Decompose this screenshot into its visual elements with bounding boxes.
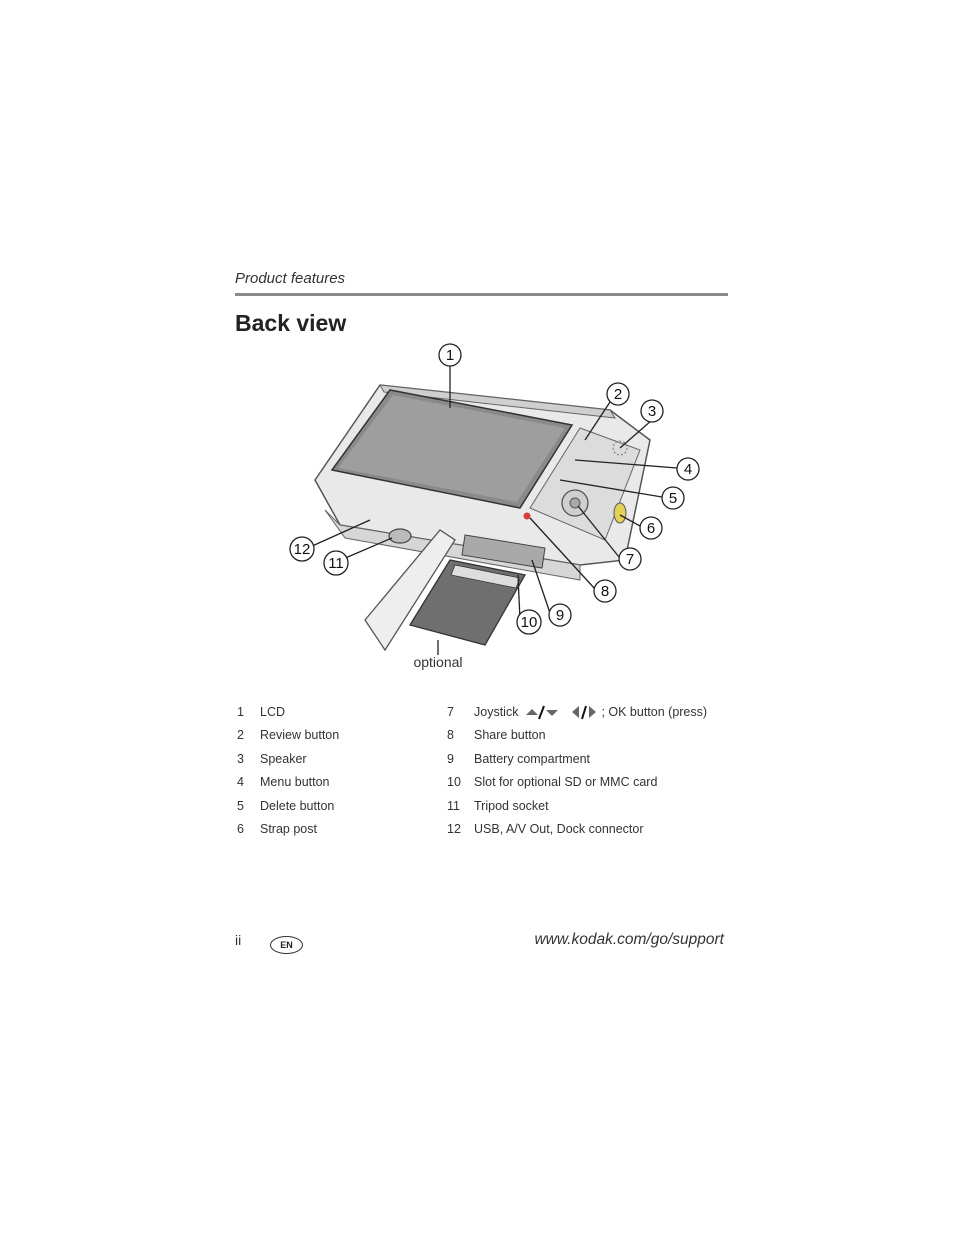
legend-item: 3 Speaker: [237, 747, 339, 771]
legend-item: 4 Menu button: [237, 771, 339, 795]
legend-item: 8 Share button: [447, 724, 707, 748]
callout-4: 4: [676, 457, 700, 481]
header-rule: [235, 293, 728, 296]
callout-10: 10: [516, 609, 542, 635]
legend-item: 12 USB, A/V Out, Dock connector: [447, 818, 707, 842]
legend-number: 10: [447, 775, 461, 790]
speaker-grille: [612, 440, 628, 456]
legend-label: Tripod socket: [474, 798, 549, 813]
legend-label: USB, A/V Out, Dock connector: [474, 822, 644, 837]
svg-text:9: 9: [556, 607, 564, 624]
callout-12: 12: [289, 536, 315, 562]
legend-left-column: 1 LCD 2 Review button 3 Speaker 4 Menu butto…: [237, 700, 339, 841]
support-url[interactable]: www.kodak.com/go/support: [534, 931, 724, 948]
svg-text:7: 7: [626, 551, 634, 568]
callout-6: 6: [639, 516, 663, 540]
svg-text:6: 6: [647, 520, 655, 537]
legend-item: 11 Tripod socket: [447, 794, 707, 818]
callout-11: 11: [323, 550, 349, 576]
legend-number: 7: [447, 704, 454, 719]
legend-label: Delete button: [260, 798, 335, 813]
svg-text:12: 12: [294, 541, 311, 558]
legend-number: 2: [237, 728, 244, 743]
callout-2: 2: [606, 382, 630, 406]
svg-text:1: 1: [446, 347, 454, 364]
legend-label: Review button: [260, 728, 340, 743]
strap-post: [613, 502, 627, 524]
card-door: [364, 529, 456, 652]
svg-text:4: 4: [684, 461, 692, 478]
optional-label: optional: [413, 654, 462, 670]
legend-label: Share button: [474, 728, 546, 743]
down-arrow-icon: [546, 709, 559, 716]
battery-compartment: [461, 534, 546, 569]
legend-number: 5: [237, 798, 244, 813]
legend-item: 9 Battery compartment: [447, 747, 707, 771]
legend-number: 9: [447, 751, 454, 766]
legend-item: 5 Delete button: [237, 794, 339, 818]
legend-item: 7 Joystick ; OK button (press): [447, 700, 707, 724]
language-badge: EN: [270, 936, 303, 954]
svg-text:10: 10: [521, 614, 538, 631]
callout-8: 8: [593, 579, 617, 603]
legend-item: 2 Review button: [237, 724, 339, 748]
legend-number: 4: [237, 775, 244, 790]
section-title: Product features: [235, 270, 346, 287]
legend-label: LCD: [260, 704, 286, 719]
callout-9: 9: [548, 603, 572, 627]
tripod-socket: [388, 528, 412, 544]
svg-text:8: 8: [601, 583, 609, 600]
legend-label: Battery compartment: [474, 751, 591, 766]
share-button: [523, 512, 531, 520]
svg-text:2: 2: [614, 386, 622, 403]
page-number: ii: [235, 932, 242, 948]
callout-1: 1: [438, 343, 462, 367]
legend-item: 1 LCD: [237, 700, 339, 724]
legend-label: Speaker: [260, 751, 307, 766]
up-arrow-icon: [526, 708, 539, 715]
page-heading: Back view: [235, 310, 347, 336]
legend-label: Strap post: [260, 822, 317, 837]
legend-number: 12: [447, 822, 461, 837]
legend-label: Joystick: [474, 704, 519, 719]
right-arrow-icon: [589, 705, 597, 718]
callout-5: 5: [661, 486, 685, 510]
legend-number: 3: [237, 751, 244, 766]
joystick-direction-icons: [524, 704, 599, 720]
legend-right-column: 7 Joystick ; OK button (press) 8 Share bu…: [447, 700, 707, 841]
legend-label: Menu button: [260, 775, 330, 790]
legend-item: 6 Strap post: [237, 818, 339, 842]
legend-suffix: ; OK button (press): [601, 704, 708, 719]
legend-number: 8: [447, 728, 454, 743]
legend-number: 1: [237, 704, 244, 719]
legend-number: 11: [447, 798, 460, 813]
camera-back-view-illustration: 1 2 3 4 5 6 7 8 9 10 11 12 optional: [280, 340, 720, 680]
callout-3: 3: [640, 399, 664, 423]
legend-label: Slot for optional SD or MMC card: [474, 775, 658, 790]
callout-7: 7: [618, 547, 642, 571]
svg-text:5: 5: [669, 490, 677, 507]
camera-top-edge: [379, 384, 616, 419]
left-arrow-icon: [572, 705, 580, 718]
legend-number: 6: [237, 822, 244, 837]
svg-text:3: 3: [648, 403, 656, 420]
legend-item: 10 Slot for optional SD or MMC card: [447, 771, 707, 795]
svg-text:11: 11: [328, 555, 344, 572]
